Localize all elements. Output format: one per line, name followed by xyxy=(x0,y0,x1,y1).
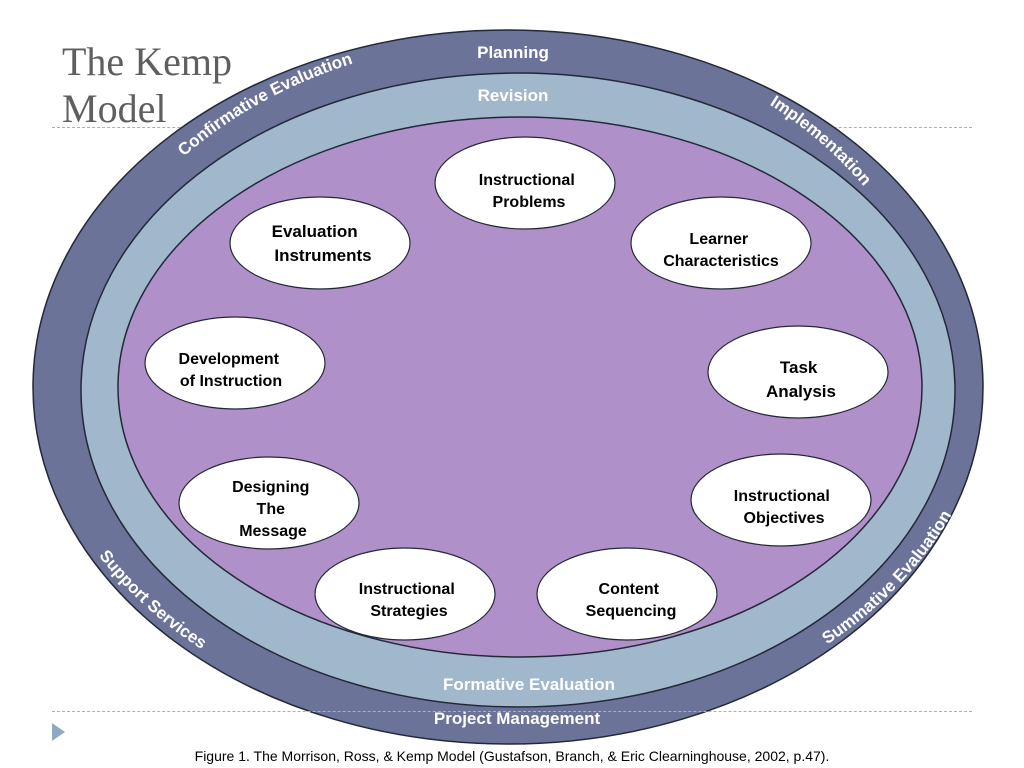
node-task-analysis: Task Analysis xyxy=(707,325,889,419)
revision-label: Revision xyxy=(478,86,549,105)
play-triangle-icon xyxy=(52,723,65,741)
project-management-label: Project Management xyxy=(434,709,601,728)
planning-label: Planning xyxy=(477,43,549,62)
node-label: Instructional xyxy=(359,581,455,598)
node-label: Development xyxy=(179,351,280,368)
node-label: Message xyxy=(239,523,307,540)
node-learner-characteristics: Learner Characteristics xyxy=(630,196,812,290)
node-label: The xyxy=(257,501,286,518)
node-label: Characteristics xyxy=(663,253,779,270)
node-label: Analysis xyxy=(766,382,836,401)
node-label: Task xyxy=(780,358,818,377)
svg-text:Learner Characteristics: Learner Characteristics xyxy=(663,231,779,270)
node-designing-the-message: Designing The Message xyxy=(178,456,360,550)
node-evaluation-instruments: Evaluation Instruments xyxy=(229,196,411,290)
node-label: Objectives xyxy=(744,510,825,527)
node-development-of-instruction: Development of Instruction xyxy=(144,316,326,410)
node-instructional-strategies: Instructional Strategies xyxy=(314,547,496,641)
svg-text:Development of Instructi: Development of Instruction xyxy=(179,351,284,390)
svg-text:Content Sequencing: Content Sequencing xyxy=(586,581,677,620)
svg-text:Evaluation Instruments: Evaluation Instruments xyxy=(272,222,372,265)
node-label: Problems xyxy=(493,194,566,211)
node-label: Designing xyxy=(232,479,309,496)
page-title: The Kemp Model xyxy=(62,38,322,132)
node-label: Sequencing xyxy=(586,603,677,620)
node-label: Instructional xyxy=(479,172,575,189)
figure-caption: Figure 1. The Morrison, Ross, & Kemp Mod… xyxy=(194,748,830,764)
node-label: of Instruction xyxy=(180,373,282,390)
title-line-1: The Kemp xyxy=(62,39,232,84)
node-label: Content xyxy=(599,581,660,598)
formative-evaluation-label: Formative Evaluation xyxy=(443,675,615,694)
svg-text:Instructional Problems: Instructional Problems xyxy=(479,172,579,211)
node-instructional-problems: Instructional Problems xyxy=(434,136,616,230)
node-label: Strategies xyxy=(370,603,447,620)
node-content-sequencing: Content Sequencing xyxy=(536,547,718,641)
node-label: Instruments xyxy=(274,246,371,265)
node-label: Instructional xyxy=(734,488,830,505)
svg-text:Instructional Objectives: Instructional Objectives xyxy=(734,488,834,527)
node-instructional-objectives: Instructional Objectives xyxy=(690,453,872,547)
bottom-divider xyxy=(52,711,972,712)
node-label: Learner xyxy=(689,231,748,248)
svg-text:Designing The Mess: Designing The Message xyxy=(232,479,314,540)
svg-text:Instructional Strategies: Instructional Strategies xyxy=(359,581,459,620)
svg-text:Task Analysis: Task Analysis xyxy=(766,358,836,401)
node-label: Evaluation xyxy=(272,222,358,241)
title-line-2: Model xyxy=(62,86,167,131)
